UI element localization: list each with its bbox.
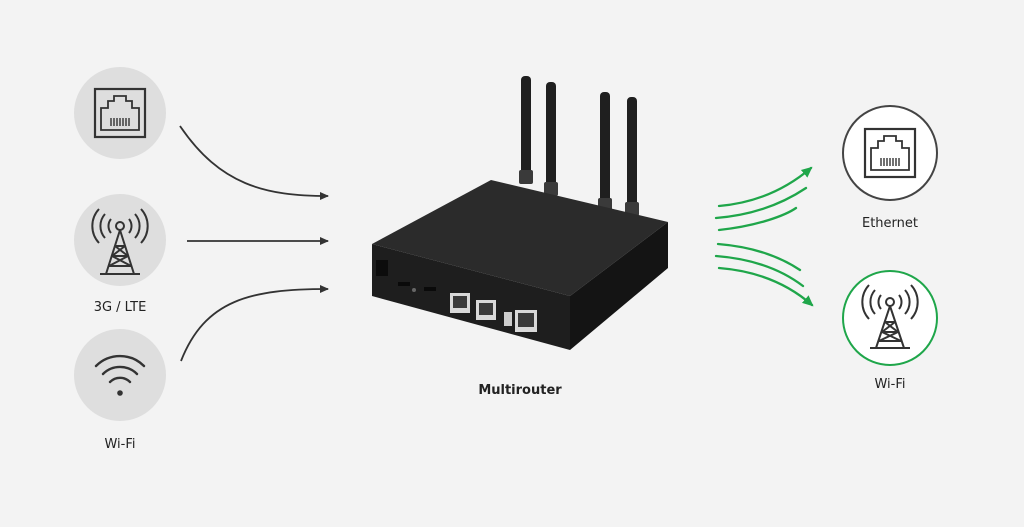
antenna-tower-icon (91, 208, 149, 275)
router-ports (376, 260, 537, 332)
input-cellular-label: 3G / LTE (93, 300, 147, 315)
input-arrows (179, 125, 329, 362)
ethernet-port-icon (863, 127, 917, 179)
input-wifi-node (74, 329, 166, 421)
arrow-wifi-in (180, 285, 329, 362)
ethernet-port-icon (93, 87, 147, 139)
output-arrows-wifi (714, 242, 814, 307)
router-device-icon (372, 76, 668, 350)
antenna-tower-icon (861, 284, 919, 349)
input-cellular-node (74, 194, 166, 286)
output-wifi-label: Wi-Fi (874, 377, 906, 392)
output-wifi-node (842, 270, 938, 366)
input-wifi-label: Wi-Fi (104, 437, 136, 452)
device-label: Multirouter (478, 383, 562, 398)
input-ethernet-node (74, 67, 166, 159)
arrow-ethernet-in (179, 125, 329, 200)
output-arrows-ethernet (714, 166, 813, 232)
output-ethernet-label: Ethernet (862, 216, 918, 231)
wifi-icon (94, 354, 146, 396)
output-ethernet-node (842, 105, 938, 201)
